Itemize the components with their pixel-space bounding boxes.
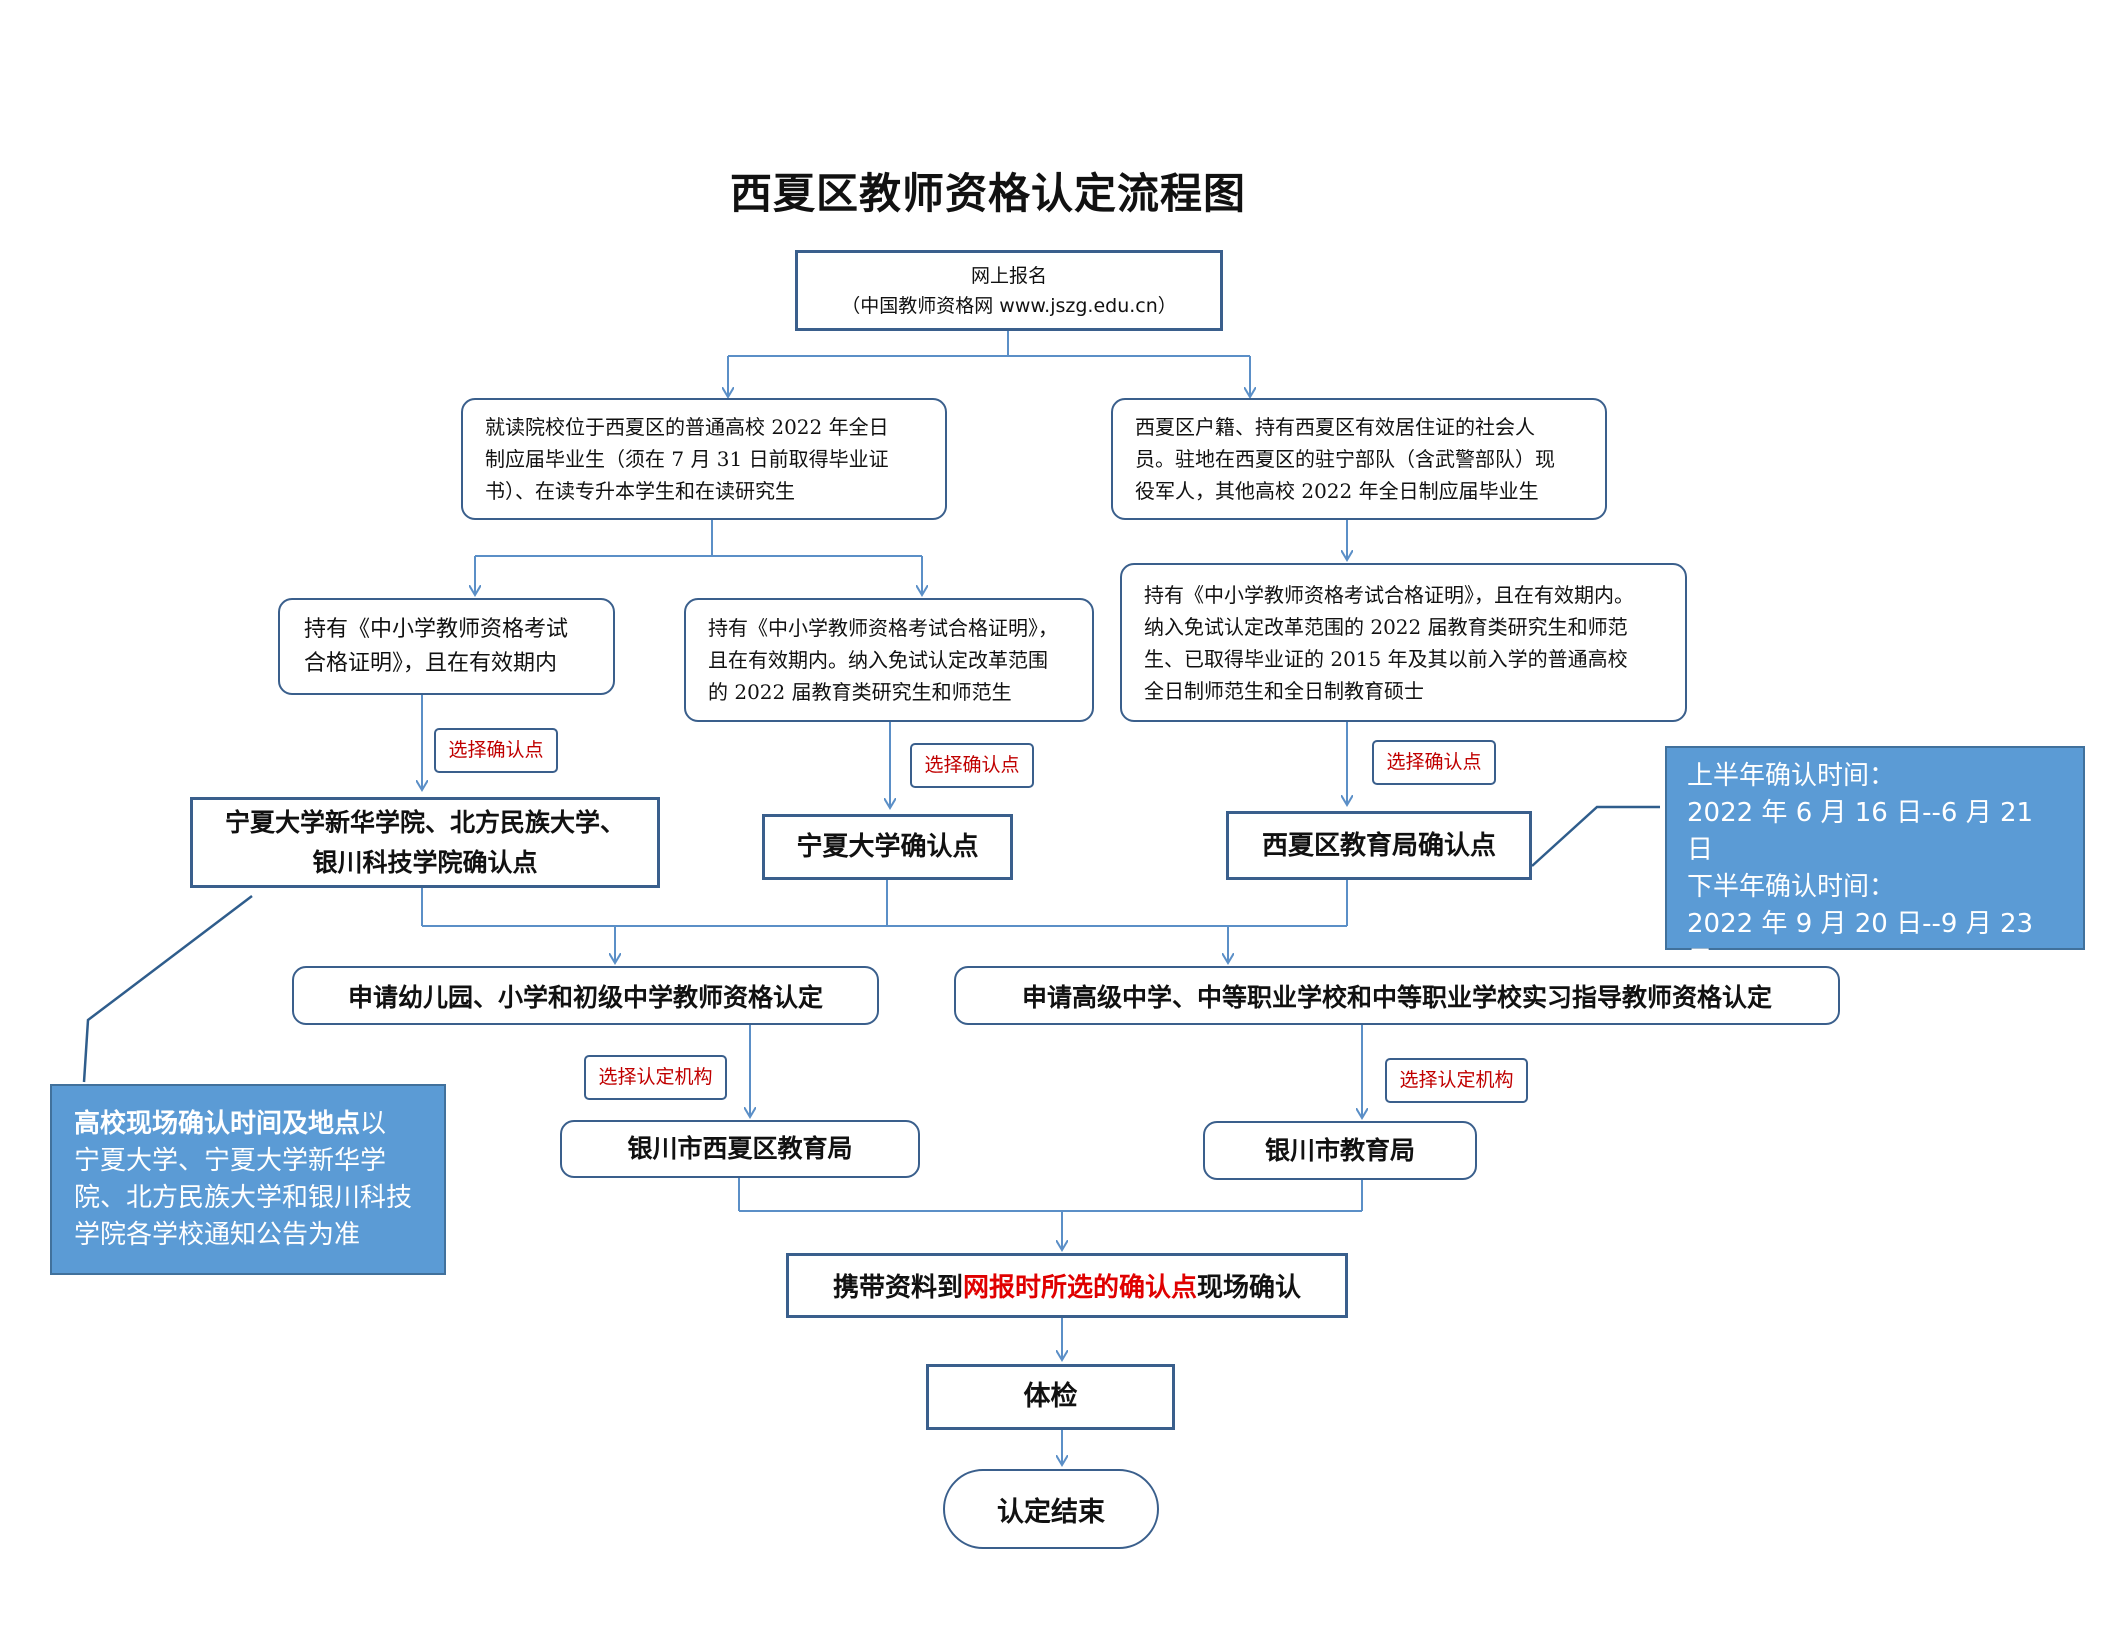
point-1-box: 宁夏大学新华学院、北方民族大学、 银川科技学院确认点 [190,797,660,888]
note-left-line-4: 学院各学校通知公告为准 [74,1220,361,1250]
connector-register-split [728,331,1250,357]
cond-b-line-4: 全日制师范生和全日制教育硕士 [1144,678,1424,703]
note-left-line-2: 宁夏大学、宁夏大学新华学 [74,1146,387,1176]
tag-choose-point-3: 选择确认点 [1372,740,1496,785]
cond-b-box: 持有《中小学教师资格考试合格证明》，且在有效期内。 纳入免试认定改革范围的 20… [1120,563,1687,722]
cond-b-line-1: 持有《中小学教师资格考试合格证明》，且在有效期内。 [1144,582,1634,607]
group-b-line-3: 役军人，其他高校 2022 年全日制应届毕业生 [1135,479,1539,503]
group-b-line-2: 员。驻地在西夏区的驻宁部队（含武警部队）现 [1135,447,1555,471]
group-a-line-2: 制应届毕业生（须在 7 月 31 日前取得毕业证 [485,447,889,471]
group-a-line-3: 书）、在读专升本学生和在读研究生 [485,479,795,503]
end-terminal: 认定结束 [943,1469,1159,1549]
point-2-box: 宁夏大学确认点 [762,814,1013,880]
callout-line-left [82,895,253,1083]
cond-a1-line-1: 持有《中小学教师资格考试 [304,616,569,642]
tag-choose-agency-right: 选择认定机构 [1385,1058,1528,1103]
confirm-post: 现场确认 [1197,1273,1302,1303]
group-a-line-1: 就读院校位于西夏区的普通高校 2022 年全日 [485,415,889,439]
cond-a2-line-2: 且在有效期内。纳入免试认定改革范围 [708,648,1048,672]
note-right-line-2: 2022 年 6 月 16 日--6 月 21 日 [1687,798,2034,865]
page-title: 西夏区教师资格认定流程图 [730,169,1247,218]
point-1-line-2: 银川科技学院确认点 [312,847,538,877]
apply-left-box: 申请幼儿园、小学和初级中学教师资格认定 [292,966,879,1025]
note-left-line-3: 院、北方民族大学和银川科技 [74,1183,413,1213]
agency-right-box: 银川市教育局 [1203,1121,1477,1180]
tag-choose-point-2: 选择确认点 [910,743,1034,788]
confirm-box: 携带资料到网报时所选的确认点现场确认 [786,1253,1348,1318]
cond-b-line-3: 生、已取得毕业证的 2015 年及其以前入学的普通高校 [1144,646,1628,671]
cond-a2-line-3: 的 2022 届教育类研究生和师范生 [708,680,1012,704]
point-3-box: 西夏区教育局确认点 [1226,811,1532,880]
cond-a2-line-1: 持有《中小学教师资格考试合格证明》， [708,616,1058,640]
cond-a1-box: 持有《中小学教师资格考试 合格证明》，且在有效期内 [278,598,615,695]
note-left-line-1-rest: 以 [360,1109,387,1139]
tag-choose-agency-left: 选择认定机构 [584,1055,727,1100]
callout-line-right [1531,805,1660,867]
tag-choose-point-1: 选择确认点 [434,728,558,773]
point-1-line-1: 宁夏大学新华学院、北方民族大学、 [224,807,625,837]
group-b-box: 西夏区户籍、持有西夏区有效居住证的社会人 员。驻地在西夏区的驻宁部队（含武警部队… [1111,398,1607,520]
cond-a2-box: 持有《中小学教师资格考试合格证明》， 且在有效期内。纳入免试认定改革范围 的 2… [684,598,1094,722]
note-right-line-4: 2022 年 9 月 20 日--9 月 23 日 [1687,909,2034,976]
confirm-highlight: 网报时所选的确认点 [962,1273,1197,1303]
confirm-pre: 携带资料到 [832,1273,963,1303]
agency-left-box: 银川市西夏区教育局 [560,1120,920,1178]
register-title: 网上报名 [970,264,1047,287]
connector-points-merge [421,880,1348,927]
group-a-box: 就读院校位于西夏区的普通高校 2022 年全日 制应届毕业生（须在 7 月 31… [461,398,947,520]
note-right-line-1: 上半年确认时间： [1687,761,1896,791]
note-right-line-3: 下半年确认时间： [1687,872,1896,902]
apply-right-box: 申请高级中学、中等职业学校和中等职业学校实习指导教师资格认定 [954,966,1840,1025]
register-box: 网上报名 （中国教师资格网 www.jszg.edu.cn） [795,250,1223,331]
note-left-bold: 高校现场确认时间及地点 [74,1109,361,1139]
connector-agencies-merge [738,1178,1363,1212]
exam-box: 体检 [926,1364,1175,1430]
group-b-line-1: 西夏区户籍、持有西夏区有效居住证的社会人 [1135,415,1535,439]
connector-group-a-split [475,520,922,557]
campus-confirm-note: 高校现场确认时间及地点以 宁夏大学、宁夏大学新华学 院、北方民族大学和银川科技 … [50,1084,446,1275]
confirm-time-note: 上半年确认时间： 2022 年 6 月 16 日--6 月 21 日 下半年确认… [1665,746,2085,1013]
cond-b-line-2: 纳入免试认定改革范围的 2022 届教育类研究生和师范 [1144,614,1628,639]
cond-a1-line-2: 合格证明》，且在有效期内 [304,650,558,676]
register-site: （中国教师资格网 www.jszg.edu.cn） [841,294,1177,317]
